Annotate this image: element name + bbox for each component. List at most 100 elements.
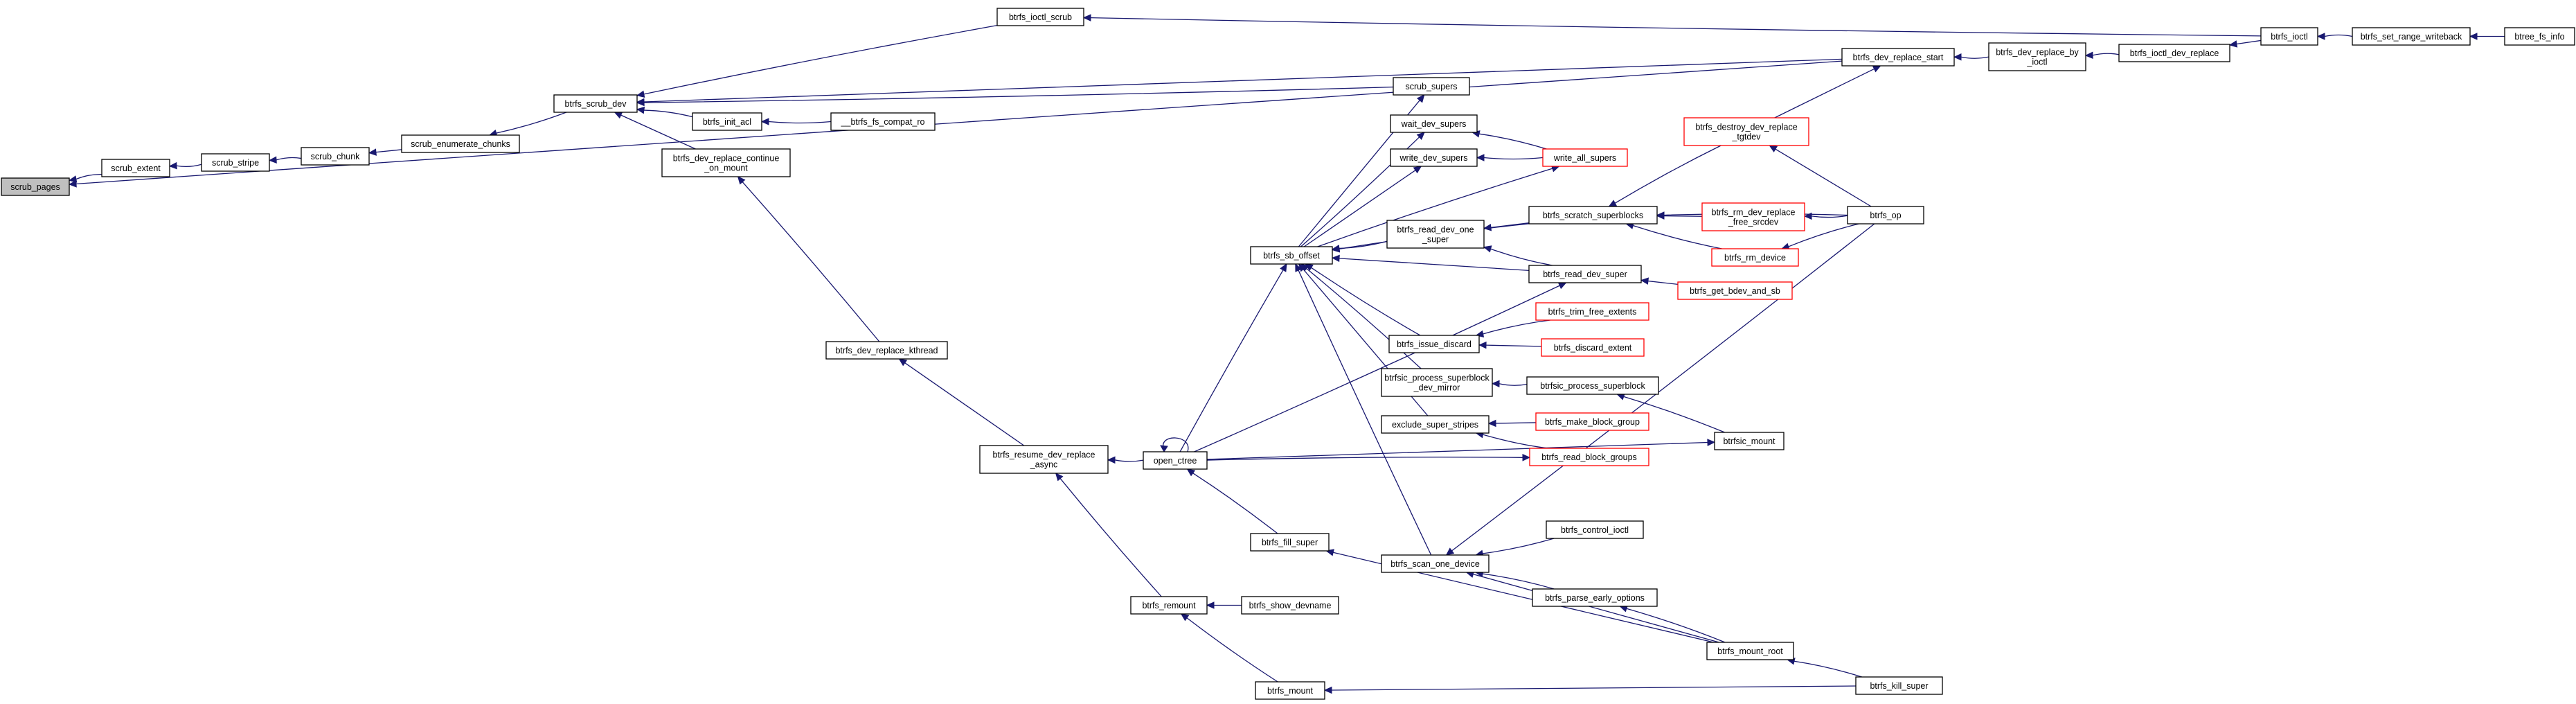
node-label: btrfs_scan_one_device — [1390, 559, 1480, 569]
node-label: _ioctl — [2026, 58, 2047, 67]
node-btrfs-read-block-groups[interactable]: btrfs_read_block_groups — [1529, 448, 1649, 466]
node-label: btrfs_trim_free_extents — [1548, 307, 1637, 317]
node-scrub-pages[interactable]: scrub_pages — [1, 177, 70, 196]
node-btrfs-parse-early-options[interactable]: btrfs_parse_early_options — [1532, 588, 1658, 607]
node-btrfsic-process-superblock-dev-mirror[interactable]: btrfsic_process_superblock_dev_mirror — [1381, 368, 1493, 397]
node-btrfs-set-range-writeback[interactable]: btrfs_set_range_writeback — [2352, 27, 2471, 46]
node-label: btrfs_rm_device — [1724, 253, 1786, 263]
edge-btrfs_ioctl_op-to-btrfs_rm_dev_replace_free_srcdev — [1803, 212, 1848, 220]
node-scrub-extent[interactable]: scrub_extent — [101, 159, 170, 177]
node-btrfs-scan-one-device[interactable]: btrfs_scan_one_device — [1381, 554, 1490, 573]
edge-scrub_supers-to-btrfs_scrub_dev — [636, 86, 1394, 107]
node-box — [1, 177, 70, 196]
edge-btrfs_destroy_dev_replace_tgtdev-to-btrfs_dev_replace_start — [1774, 65, 1881, 118]
node-write-dev-supers[interactable]: write_dev_supers — [1390, 148, 1478, 167]
node-btrfs-kill-super[interactable]: btrfs_kill_super — [1855, 676, 1943, 695]
node-scrub-stripe[interactable]: scrub_stripe — [201, 153, 270, 172]
edge-btrfs_discard_extent-to-btrfs_issue_discard — [1478, 341, 1542, 349]
node-label: write_dev_supers — [1399, 153, 1468, 163]
edge-btrfs_trim_free_extents-to-btrfs_issue_discard — [1475, 319, 1550, 338]
node-btrfsic-mount[interactable]: btrfsic_mount — [1714, 432, 1785, 450]
edge-btrfs_mount_root-to-btrfs_scan_one_device — [1465, 570, 1719, 643]
node-btrfs-rm-dev-replace-free-srcdev[interactable]: btrfs_rm_dev_replace_free_srcdev — [1701, 202, 1805, 231]
edge-layer — [68, 14, 2505, 694]
node-btrfs-trim-free-extents[interactable]: btrfs_trim_free_extents — [1535, 302, 1649, 321]
node-box — [1250, 246, 1333, 265]
node-btrfs-issue-discard[interactable]: btrfs_issue_discard — [1388, 335, 1480, 353]
node-scrub-chunk[interactable]: scrub_chunk — [301, 147, 370, 166]
node-box — [1541, 338, 1645, 357]
node-btrfs-ioctl-op[interactable]: btrfs_op — [1847, 206, 1924, 225]
node-btrfs-mount[interactable]: btrfs_mount — [1255, 681, 1325, 700]
node-btrfs-control-ioctl[interactable]: btrfs_control_ioctl — [1546, 520, 1644, 539]
node-label: btrfs_set_range_writeback — [2361, 32, 2462, 42]
node-btrfs-ioctl[interactable]: btrfs_ioctl — [2260, 27, 2318, 46]
edge-open_ctree-to-btrfs_read_block_groups — [1206, 454, 1531, 461]
node-btrfs-dev-replace-by-ioctl[interactable]: btrfs_dev_replace_by_ioctl — [1988, 42, 2086, 71]
node-box — [1381, 554, 1490, 573]
node-btrfs-mount-root[interactable]: btrfs_mount_root — [1706, 642, 1794, 660]
node-btrfs-dev-replace-start[interactable]: btrfs_dev_replace_start — [1841, 48, 1955, 67]
node-btrfs-resume-dev-replace-async[interactable]: btrfs_resume_dev_replace_async — [979, 445, 1109, 474]
node-label: btrfs_sb_offset — [1263, 251, 1320, 261]
edge-btrfs_dev_replace_kthread-to-btrfs_dev_replace_continue_on_mount — [737, 176, 880, 342]
node-box — [1847, 206, 1924, 225]
node-btrfs-discard-extent[interactable]: btrfs_discard_extent — [1541, 338, 1645, 357]
node-box — [1677, 281, 1793, 300]
node-btrfs-ioctl-dev-replace[interactable]: btrfs_ioctl_dev_replace — [2118, 44, 2230, 62]
edge-btrfs_kill_super-to-btrfs_mount_root — [1787, 658, 1862, 678]
node-box — [1250, 533, 1330, 552]
node-btrfs-dev-replace-kthread[interactable]: btrfs_dev_replace_kthread — [825, 341, 948, 360]
edge-btrfs_ioctl_scrub-to-btrfs_scrub_dev — [636, 25, 998, 98]
node-box — [1255, 681, 1325, 700]
node-box — [2260, 27, 2318, 46]
node-btrfs-init-acl[interactable]: btrfs_init_acl — [692, 112, 762, 131]
node-btree-fs-info[interactable]: btree_fs_info — [2504, 27, 2575, 46]
node-layer: scrub_pages scrub_extent scrub_stripe scrub… — [1, 8, 2575, 700]
node-btrfs-scrub-dev[interactable]: btrfs_scrub_dev — [553, 94, 638, 113]
node-btrfs-read-dev-one-super[interactable]: btrfs_read_dev_one_super — [1386, 220, 1485, 249]
node-btrfs-show-devname[interactable]: btrfs_show_devname — [1241, 596, 1339, 615]
edge-btrfs_scrub_dev-to-scrub_enumerate_chunks — [488, 112, 567, 137]
node-scrub-enumerate-chunks[interactable]: scrub_enumerate_chunks — [401, 134, 520, 153]
node-label: btrfs_dev_replace_kthread — [835, 346, 938, 355]
node-btrfs-make-block-group[interactable]: btrfs_make_block_group — [1535, 412, 1649, 431]
edge-btrfs_resume_dev_replace_async-to-btrfs_dev_replace_kthread — [898, 358, 1025, 446]
node-box — [1390, 148, 1478, 167]
node-btrfs-get-bdev-and-sb[interactable]: btrfs_get_bdev_and_sb — [1677, 281, 1793, 300]
node-btrfs-rm-device[interactable]: btrfs_rm_device — [1711, 248, 1799, 267]
edge-btrfs_issue_discard-to-btrfs_sb_offset — [1305, 263, 1421, 336]
node-box — [101, 159, 170, 177]
edge-btrfs_make_block_group-to-exclude_super_stripes — [1487, 419, 1537, 428]
node-btrfs-scratch-superblocks[interactable]: btrfs_scratch_superblocks — [1528, 206, 1658, 225]
node-label: btrfs_issue_discard — [1397, 340, 1472, 349]
edge-scrub_extent-to-scrub_pages — [68, 173, 102, 183]
node-label: scrub_extent — [111, 164, 161, 173]
node-box — [201, 153, 270, 172]
node-btrfs-destroy-dev-replace-tgtdev[interactable]: btrfs_destroy_dev_replace_tgtdev — [1683, 117, 1809, 146]
node-btrfs-dev-replace-continue-on-mount[interactable]: btrfs_dev_replace_continue_on_mount — [661, 148, 791, 177]
node-btrfsic-process-superblock[interactable]: btrfsic_process_superblock — [1526, 376, 1659, 395]
node-box — [825, 341, 948, 360]
edge-open_ctree-to-btrfs_resume_dev_replace_async — [1107, 456, 1144, 464]
node-label: scrub_pages — [10, 182, 60, 192]
node-wait-dev-supers[interactable]: wait_dev_supers — [1390, 114, 1478, 133]
node-scrub-supers[interactable]: scrub_supers — [1393, 77, 1470, 96]
node-exclude-super-stripes[interactable]: exclude_super_stripes — [1381, 415, 1490, 434]
edge-btrfs_scratch_superblocks-to-btrfs_read_dev_one_super — [1483, 222, 1530, 231]
node-label: btrfs_parse_early_options — [1545, 593, 1645, 603]
edge-btrfs_scan_one_device-to-btrfs_sb_offset — [1295, 263, 1432, 556]
node-open-ctree[interactable]: open_ctree — [1143, 451, 1208, 470]
node-label: btrfs_read_dev_one — [1397, 225, 1474, 235]
node-btrfs-fs-compat-ro[interactable]: __btrfs_fs_compat_ro — [830, 112, 936, 131]
node-btrfs-read-dev-super[interactable]: btrfs_read_dev_super — [1528, 265, 1642, 283]
node-btrfs-fill-super[interactable]: btrfs_fill_super — [1250, 533, 1330, 552]
node-box — [1532, 588, 1658, 607]
edge-btrfs_init_acl-to-btrfs_scrub_dev — [636, 106, 693, 118]
node-label: btrfs_dev_replace_continue — [673, 154, 780, 164]
node-btrfs-ioctl-scrub[interactable]: btrfs_ioctl_scrub — [996, 8, 1084, 26]
node-btrfs-sb-offset[interactable]: btrfs_sb_offset — [1250, 246, 1333, 265]
node-label: btrfs_resume_dev_replace — [993, 450, 1095, 460]
node-btrfs-remount[interactable]: btrfs_remount — [1130, 596, 1208, 615]
node-write-all-supers[interactable]: write_all_supers — [1542, 148, 1628, 167]
